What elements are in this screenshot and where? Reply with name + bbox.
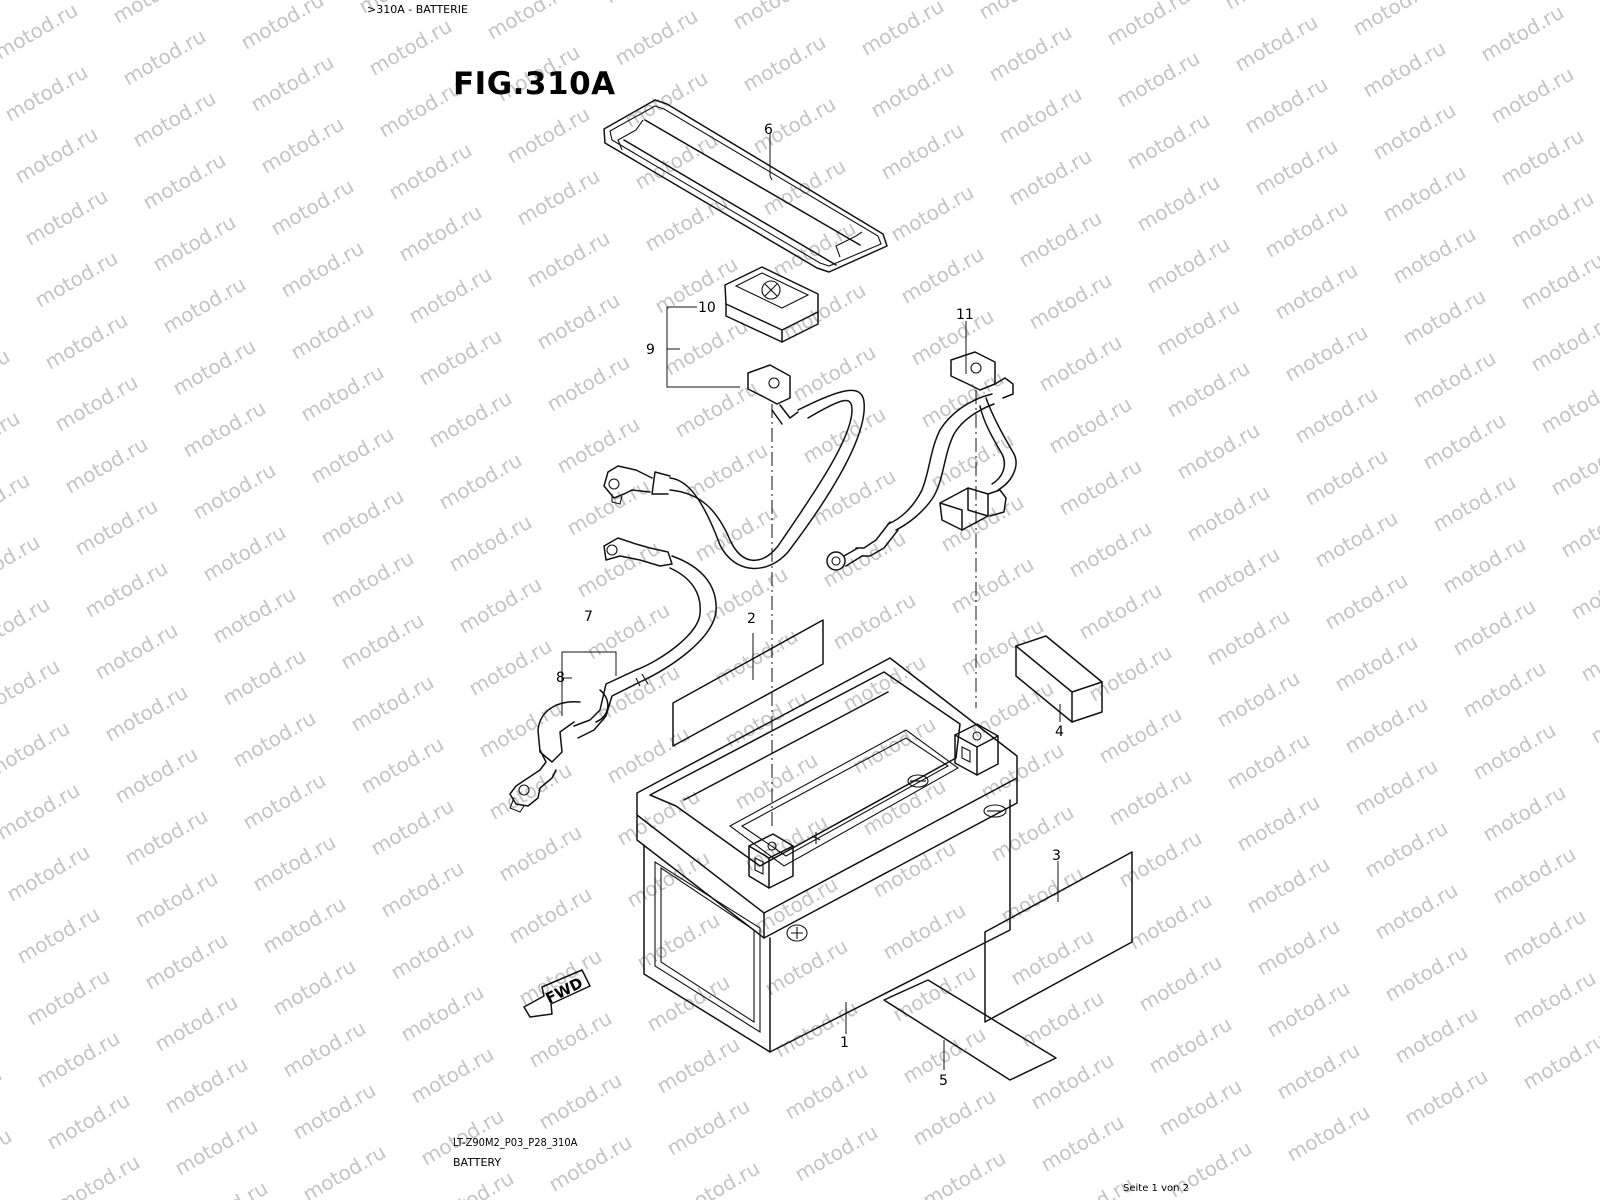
battery bbox=[636, 657, 1018, 1053]
leader-7-8 bbox=[561, 651, 617, 716]
fwd-arrow-icon: FWD bbox=[523, 969, 591, 1018]
terminal-cover bbox=[724, 266, 819, 343]
negative-cable bbox=[603, 364, 865, 570]
footer-drawing-code: LT-Z90M2_P03_P28_310A bbox=[453, 1136, 578, 1149]
callout-3: 3 bbox=[1052, 848, 1061, 864]
leader-9-10 bbox=[666, 306, 740, 388]
label-4 bbox=[1015, 635, 1103, 723]
callout-4: 4 bbox=[1055, 724, 1064, 740]
positive-cable bbox=[826, 351, 1017, 571]
callout-9: 9 bbox=[646, 342, 655, 358]
page-counter: Seite 1 von 2 bbox=[1123, 1183, 1189, 1194]
fwd-label: FWD bbox=[543, 974, 586, 1008]
footer-part-name: BATTERY bbox=[453, 1156, 502, 1169]
label-3 bbox=[984, 851, 1133, 1023]
battery-strap bbox=[603, 99, 888, 273]
callout-numbers: 6 10 9 11 7 2 8 4 3 1 5 bbox=[556, 122, 1064, 1089]
page-header-title: >310A - BATTERIE bbox=[367, 3, 468, 16]
callout-1: 1 bbox=[840, 1035, 849, 1051]
callout-10: 10 bbox=[698, 300, 716, 316]
ground-cable bbox=[509, 537, 717, 813]
callout-11: 11 bbox=[956, 307, 974, 323]
callout-7: 7 bbox=[584, 609, 593, 625]
label-5 bbox=[883, 979, 1057, 1081]
callout-2: 2 bbox=[747, 611, 756, 627]
callout-5: 5 bbox=[939, 1073, 948, 1089]
label-2 bbox=[672, 619, 824, 747]
callout-8: 8 bbox=[556, 670, 565, 686]
figure-title: FIG.310A bbox=[453, 66, 616, 102]
watermark-text: motod.ru bbox=[1595, 0, 1600, 30]
callout-6: 6 bbox=[764, 122, 773, 138]
leader-6 bbox=[769, 133, 773, 181]
